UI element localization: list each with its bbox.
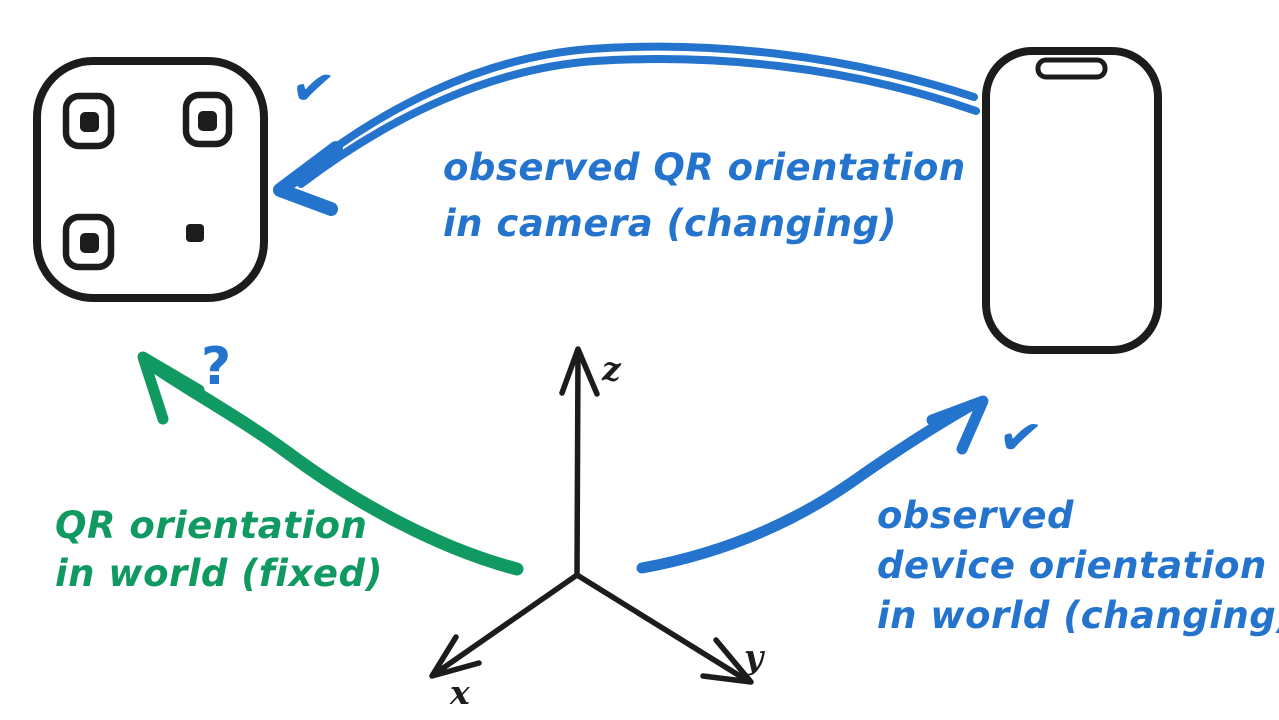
qr-dot-bottom-left bbox=[80, 233, 99, 253]
camera-observation-label: observed QR orientation in camera (chang… bbox=[443, 146, 966, 245]
z-axis-label: z bbox=[601, 349, 622, 388]
device-label-line2: device orientation bbox=[877, 544, 1267, 587]
camera-arrow-stroke-upper bbox=[290, 42, 978, 183]
phone-body bbox=[982, 47, 1162, 354]
phone-speaker bbox=[1035, 57, 1108, 80]
checkmark-icon: ✔ bbox=[995, 405, 1047, 470]
camera-label-line1: observed QR orientation bbox=[443, 146, 966, 189]
y-axis-label: y bbox=[743, 637, 766, 676]
x-axis-line bbox=[433, 572, 580, 676]
x-axis-arrowhead bbox=[429, 634, 482, 679]
qr-code-dots bbox=[80, 111, 217, 253]
device-arrow-curve bbox=[636, 399, 978, 574]
qr-world-arrow-head bbox=[137, 351, 205, 425]
device-world-label: observed device orientation in world (ch… bbox=[877, 494, 1279, 637]
y-axis-line bbox=[574, 572, 751, 684]
world-axes bbox=[429, 346, 754, 685]
device-arrow-head bbox=[926, 395, 989, 455]
qr-world-label-line1: QR orientation bbox=[55, 504, 367, 547]
camera-observation-arrow bbox=[273, 42, 980, 216]
camera-arrow-stroke-lower bbox=[297, 55, 980, 188]
z-axis-arrowhead bbox=[559, 346, 600, 397]
x-axis-label: x bbox=[449, 673, 470, 712]
question-mark-icon: ? bbox=[201, 337, 231, 397]
phone bbox=[982, 47, 1162, 354]
qr-world-label: QR orientation in world (fixed) bbox=[55, 504, 383, 595]
camera-arrow-head bbox=[273, 141, 343, 216]
camera-label-line2: in camera (changing) bbox=[443, 202, 897, 245]
qr-dot-data bbox=[186, 224, 204, 242]
qr-world-arrow bbox=[137, 351, 524, 576]
qr-world-label-line2: in world (fixed) bbox=[55, 552, 383, 595]
device-label-line3: in world (changing) bbox=[877, 594, 1279, 637]
device-observation-arrow bbox=[636, 395, 989, 574]
qr-dot-top-right bbox=[198, 111, 217, 131]
qr-dot-top-left bbox=[80, 112, 99, 132]
y-axis-arrowhead bbox=[700, 637, 754, 685]
device-label-line1: observed bbox=[877, 494, 1074, 537]
checkmark-icon: ✔ bbox=[287, 56, 339, 121]
z-axis-line bbox=[574, 349, 581, 578]
qr-code bbox=[33, 57, 268, 302]
